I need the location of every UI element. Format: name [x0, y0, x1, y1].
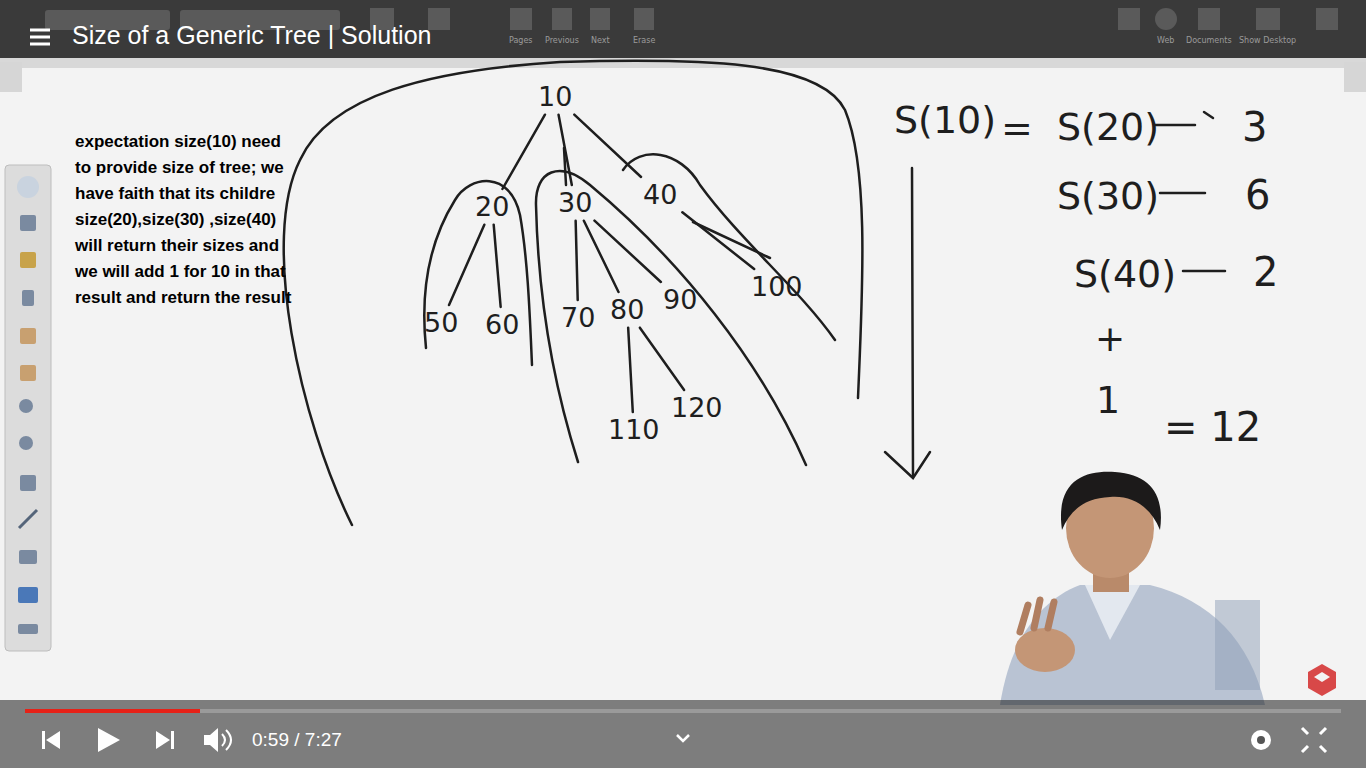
tree-node: 10: [533, 79, 577, 115]
node-value: 20: [475, 191, 509, 222]
toolbar-label: Erase: [633, 36, 655, 45]
presenter-figure: [1000, 472, 1265, 705]
tree-node: 120: [666, 390, 728, 426]
node-value: 40: [643, 179, 677, 210]
tree-edge: [574, 115, 641, 177]
hand-curves: [284, 61, 1225, 525]
node-value: 30: [558, 187, 592, 218]
progress-played: [25, 709, 200, 713]
tree-node: 30: [553, 185, 597, 221]
tree-node: 70: [556, 300, 600, 336]
equation-term: S(20): [1057, 105, 1159, 149]
tree-node: 50: [419, 305, 463, 341]
node-value: 90: [663, 284, 697, 315]
title-bar: [0, 0, 1366, 58]
tree-edge: [594, 221, 660, 282]
node-value: 10: [538, 81, 572, 112]
node-value: 70: [561, 302, 595, 333]
tree-edge: [494, 225, 501, 307]
menu-icon: [30, 30, 50, 44]
tool-icons: [17, 176, 39, 634]
tool-palette: [5, 165, 51, 651]
toolbar-label: Previous: [545, 36, 579, 45]
node-value: 120: [671, 392, 723, 423]
equation-value: 6: [1245, 172, 1270, 218]
equation-sign: =: [1001, 106, 1033, 150]
note-text: expectation size(10) need to provide siz…: [75, 129, 297, 311]
tree-edge: [584, 221, 619, 292]
toolbar-label: Pages: [509, 36, 533, 45]
channel-logo: [1308, 664, 1336, 696]
tree-node: 100: [746, 269, 808, 305]
tree-node: 90: [658, 282, 702, 318]
node-value: 50: [424, 307, 458, 338]
tree-node: 20: [470, 189, 514, 225]
equation-value: 1: [1096, 378, 1120, 422]
toolbar-shadow: [0, 58, 1366, 68]
tree-node: 60: [480, 307, 524, 343]
node-value: 80: [610, 294, 644, 325]
tree-edge: [640, 328, 684, 390]
video-title: Size of a Generic Tree | Solution: [72, 21, 431, 50]
tree-edge: [682, 212, 754, 269]
equation-term: S(10): [894, 98, 996, 142]
time-display: 0:59 / 7:27: [252, 729, 342, 751]
side-tab: [0, 62, 22, 92]
tree-edge: [576, 221, 578, 300]
tree-edge: [559, 115, 572, 185]
tree-node: 80: [605, 292, 649, 328]
equation-term: S(30): [1057, 174, 1159, 218]
node-value: 100: [751, 271, 803, 302]
tree-edge: [628, 328, 633, 412]
equation-value: 2: [1253, 249, 1278, 295]
toolbar-label: Documents: [1186, 36, 1232, 45]
equation-term: S(40): [1074, 252, 1176, 296]
tree-edge: [449, 225, 484, 305]
tree-node: 40: [638, 177, 682, 213]
equation-value: 3: [1242, 104, 1267, 150]
toolbar-label: Show Desktop: [1239, 36, 1296, 45]
tree-edge: [502, 115, 545, 189]
side-tab: [1344, 62, 1366, 92]
toolbar-label: Next: [591, 36, 610, 45]
node-value: 110: [608, 414, 660, 445]
player-controls: [42, 728, 1326, 752]
node-value: 60: [485, 309, 519, 340]
equation-result: = 12: [1164, 404, 1261, 450]
progress-track: [25, 709, 1341, 713]
tree-node: 110: [603, 412, 665, 448]
equation-sign: +: [1095, 318, 1125, 359]
toolbar-label: Web: [1157, 36, 1174, 45]
player-bar: [0, 700, 1366, 768]
